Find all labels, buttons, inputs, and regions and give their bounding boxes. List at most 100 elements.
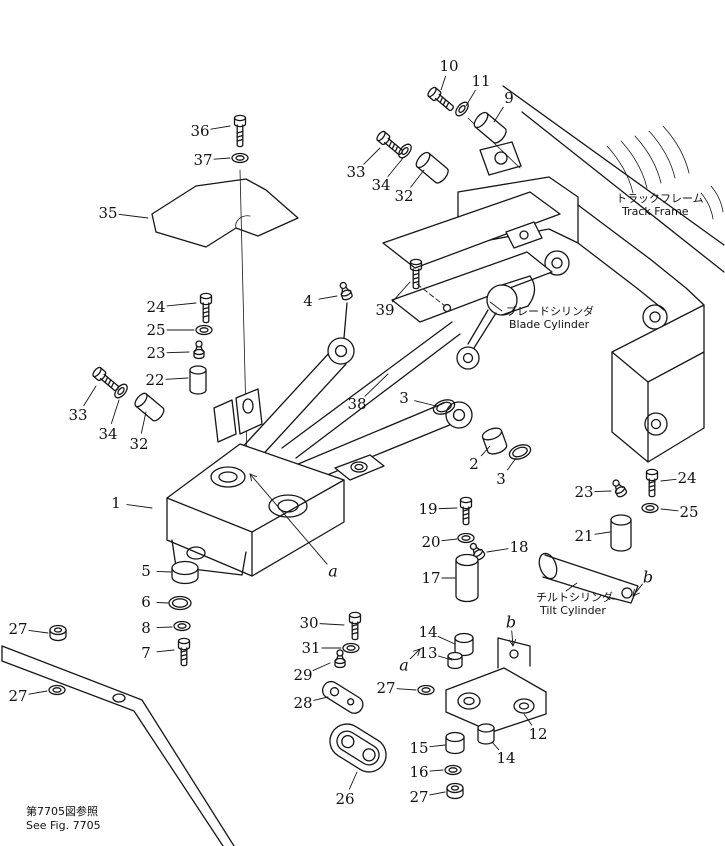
- cap-5: [171, 560, 199, 585]
- callout-17: 17: [421, 569, 456, 587]
- figure-note-en: See Fig. 7705: [26, 819, 101, 832]
- tilt-cylinder-group: [538, 552, 639, 604]
- svg-text:2: 2: [469, 455, 479, 473]
- callout-27: 27: [376, 679, 417, 697]
- callout-25: 25: [660, 503, 699, 521]
- ring-3a: [432, 399, 456, 415]
- callout-16: 16: [409, 763, 444, 781]
- section-mark-b: b: [632, 568, 653, 597]
- callout-25: 25: [146, 321, 195, 339]
- pin-22: [189, 365, 207, 395]
- washer-31: [342, 642, 360, 654]
- svg-text:11: 11: [471, 72, 490, 90]
- svg-text:5: 5: [141, 562, 151, 580]
- tilt-cylinder-label-en: Tilt Cylinder: [539, 604, 606, 617]
- track-frame-label-jp: トラックフレーム: [616, 192, 704, 205]
- callout-33: 33: [346, 147, 381, 181]
- blade-cylinder-label-en: Blade Cylinder: [509, 318, 590, 331]
- section-mark-a: a: [249, 473, 338, 581]
- callout-31: 31: [301, 639, 342, 657]
- callout-9: 9: [493, 89, 514, 123]
- callout-4: 4: [303, 292, 338, 310]
- svg-text:14: 14: [496, 749, 515, 767]
- link-plate-28: [321, 680, 364, 714]
- figure-note-jp: 第7705図参照: [26, 804, 98, 818]
- section-mark-a: a: [399, 648, 421, 675]
- blade-cylinder-label-jp: ブレードシリンダ: [506, 304, 594, 318]
- svg-text:8: 8: [141, 619, 151, 637]
- pin-17: [455, 553, 479, 603]
- bushing-15: [445, 731, 465, 755]
- pin-32a: [415, 151, 449, 184]
- plate-38: [391, 251, 553, 323]
- pin-21: [610, 514, 632, 552]
- callout-7: 7: [141, 644, 175, 662]
- callout-19: 19: [418, 500, 458, 518]
- collar-13: [447, 651, 463, 670]
- callout-5: 5: [141, 562, 172, 580]
- svg-text:33: 33: [346, 163, 365, 181]
- svg-text:7: 7: [141, 644, 151, 662]
- svg-text:29: 29: [293, 666, 312, 684]
- callout-24: 24: [660, 469, 697, 487]
- callout-30: 30: [299, 614, 345, 632]
- callout-2: 2: [469, 445, 491, 473]
- svg-text:27: 27: [8, 620, 27, 638]
- washer-20: [457, 532, 475, 544]
- callout-27: 27: [409, 788, 446, 806]
- svg-text:12: 12: [528, 725, 547, 743]
- callout-23: 23: [146, 344, 190, 362]
- fitting-23a: [193, 340, 205, 360]
- callout-3: 3: [496, 457, 517, 488]
- ring-3b: [508, 444, 532, 460]
- callout-33: 33: [68, 385, 97, 424]
- callout-10: 10: [439, 57, 459, 91]
- svg-text:25: 25: [679, 503, 698, 521]
- svg-text:22: 22: [145, 371, 164, 389]
- svg-text:a: a: [328, 562, 338, 581]
- callout-8: 8: [141, 619, 173, 637]
- link-26: [329, 723, 387, 773]
- svg-text:36: 36: [190, 122, 209, 140]
- callout-24: 24: [146, 298, 197, 316]
- bolt-10: [427, 86, 454, 112]
- bolt-33b: [92, 366, 119, 392]
- washer-25b: [641, 502, 659, 514]
- svg-text:31: 31: [301, 639, 320, 657]
- svg-text:38: 38: [347, 395, 366, 413]
- callout-18: 18: [486, 538, 529, 556]
- centerline-39: [416, 283, 446, 307]
- svg-text:37: 37: [193, 151, 212, 169]
- bolt-39: [409, 258, 423, 290]
- blade-cylinder-group: [382, 191, 561, 370]
- tilt-bracket-12: [445, 637, 547, 733]
- svg-text:19: 19: [418, 500, 437, 518]
- callout-37: 37: [193, 151, 231, 169]
- pivot-ear: [479, 141, 522, 176]
- svg-text:25: 25: [146, 321, 165, 339]
- pin-32b: [134, 392, 165, 422]
- svg-text:27: 27: [409, 788, 428, 806]
- svg-text:21: 21: [574, 527, 593, 545]
- fitting-4: [339, 281, 353, 301]
- callout-6: 6: [141, 593, 169, 611]
- bolt-19: [459, 496, 473, 526]
- nut-27d: [446, 782, 464, 800]
- callout-34: 34: [98, 399, 120, 443]
- callout-21: 21: [574, 527, 611, 545]
- tilt-cylinder-label-jp: チルトシリンダ: [536, 590, 613, 604]
- bolt-24b: [645, 468, 659, 498]
- callout-11: 11: [465, 72, 491, 107]
- washer-8: [173, 620, 191, 632]
- track-frame-label-en: Track Frame: [621, 205, 689, 218]
- callout-26: 26: [335, 771, 358, 808]
- callout-28: 28: [293, 694, 329, 712]
- washer-27b: [48, 684, 66, 696]
- pin-9: [473, 111, 507, 144]
- callout-36: 36: [190, 122, 231, 140]
- washer-11: [455, 101, 469, 117]
- svg-text:16: 16: [409, 763, 428, 781]
